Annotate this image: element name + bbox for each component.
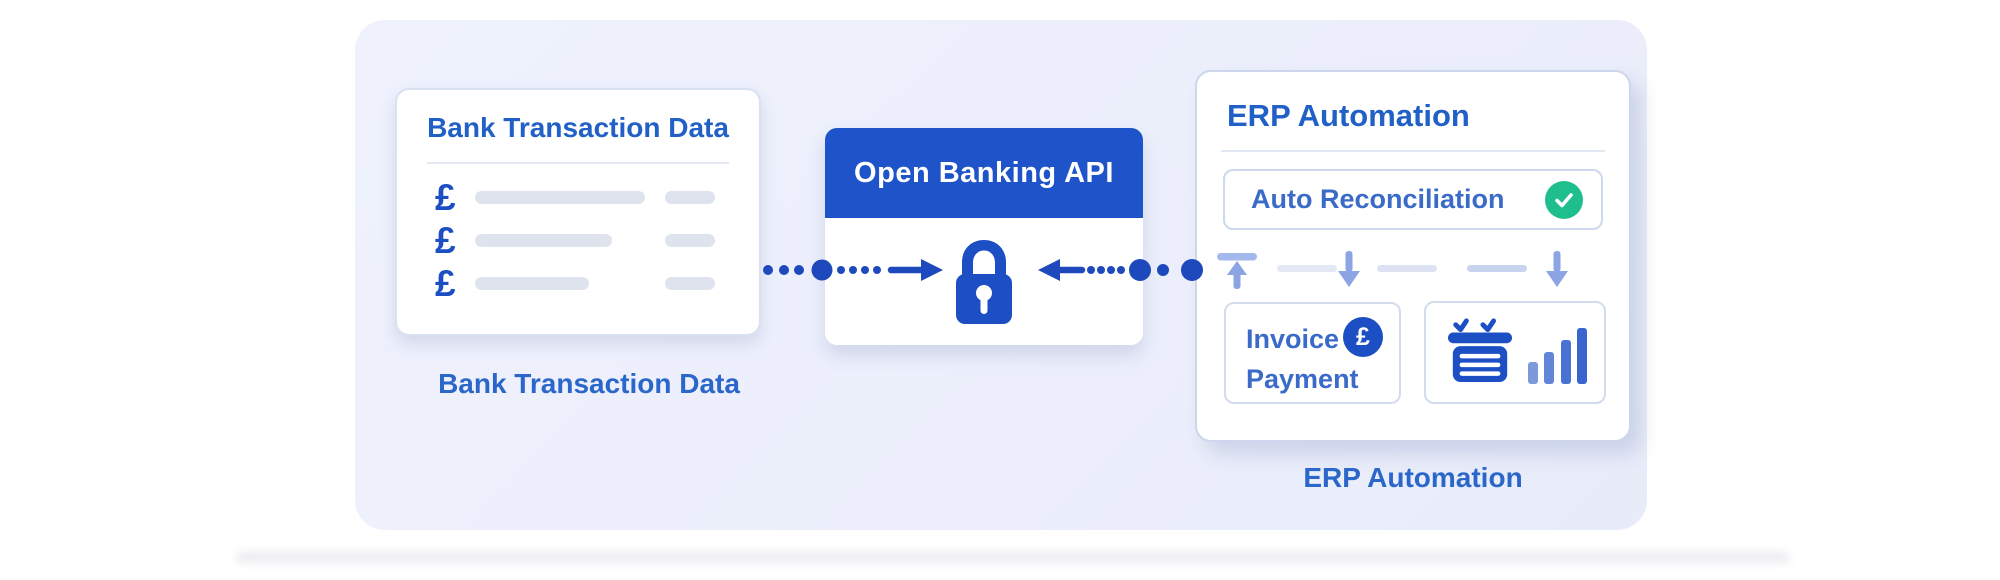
open-banking-api-card: Open Banking API (825, 128, 1143, 345)
erp-card-title: ERP Automation (1227, 98, 1470, 133)
arrow-right-icon (887, 259, 943, 281)
transaction-line-long (475, 277, 589, 290)
up-arrow-bar-icon (1217, 253, 1257, 289)
bank-card-title: Bank Transaction Data (427, 112, 729, 143)
transaction-line-long (475, 191, 645, 204)
api-card-body (825, 218, 1143, 345)
invoice-payment-item: Invoice Payment £ (1224, 302, 1401, 404)
invoice-payment-label: Invoice Payment (1246, 319, 1399, 399)
transaction-row: £ (435, 176, 715, 219)
floor-shadow (235, 552, 1790, 570)
ledger-icon (1447, 318, 1513, 383)
transaction-line-long (475, 234, 612, 247)
erp-card-divider (1221, 150, 1605, 152)
down-arrow-icon (1338, 251, 1360, 287)
erp-automation-card: ERP Automation Auto Reconciliation (1195, 70, 1631, 442)
transaction-row: £ (435, 262, 715, 305)
down-arrow-icon (1546, 251, 1568, 287)
check-circle-icon (1545, 180, 1583, 219)
pound-symbol: £ (435, 263, 456, 304)
api-card-header: Open Banking API (825, 128, 1143, 218)
bank-card-divider (427, 162, 729, 164)
erp-card-caption: ERP Automation (1303, 462, 1523, 493)
auto-reconciliation-item: Auto Reconciliation (1223, 169, 1603, 230)
api-card-title: Open Banking API (854, 156, 1114, 189)
flow-dash (1377, 265, 1437, 272)
pound-symbol: £ (435, 177, 456, 218)
transaction-rows: £ £ £ (397, 164, 759, 305)
pound-coin-icon: £ (1343, 317, 1383, 357)
payment-line: Payment (1246, 364, 1359, 394)
flow-dash (1277, 265, 1337, 272)
lock-icon (956, 239, 1012, 324)
dotted-arrow-connector-left (763, 259, 943, 281)
transaction-line-short (665, 277, 715, 290)
transaction-row: £ (435, 219, 715, 262)
bank-transaction-card: Bank Transaction Data £ £ £ (395, 88, 761, 336)
ledger-chart-item (1424, 301, 1606, 404)
arrow-left-icon (1038, 259, 1086, 281)
auto-reconciliation-label: Auto Reconciliation (1251, 184, 1505, 214)
invoice-line: Invoice (1246, 324, 1340, 354)
flow-dash (1467, 265, 1527, 272)
dotted-flow-dots (1087, 259, 1203, 281)
dotted-flow-dots (763, 259, 881, 281)
pound-symbol: £ (435, 220, 456, 261)
process-flow-arrows (1217, 251, 1568, 289)
transaction-line-short (665, 191, 715, 204)
dotted-arrow-connector-right (1038, 259, 1203, 281)
bank-card-caption: Bank Transaction Data (438, 368, 740, 399)
transaction-line-short (665, 234, 715, 247)
bar-chart-icon (1528, 328, 1587, 384)
